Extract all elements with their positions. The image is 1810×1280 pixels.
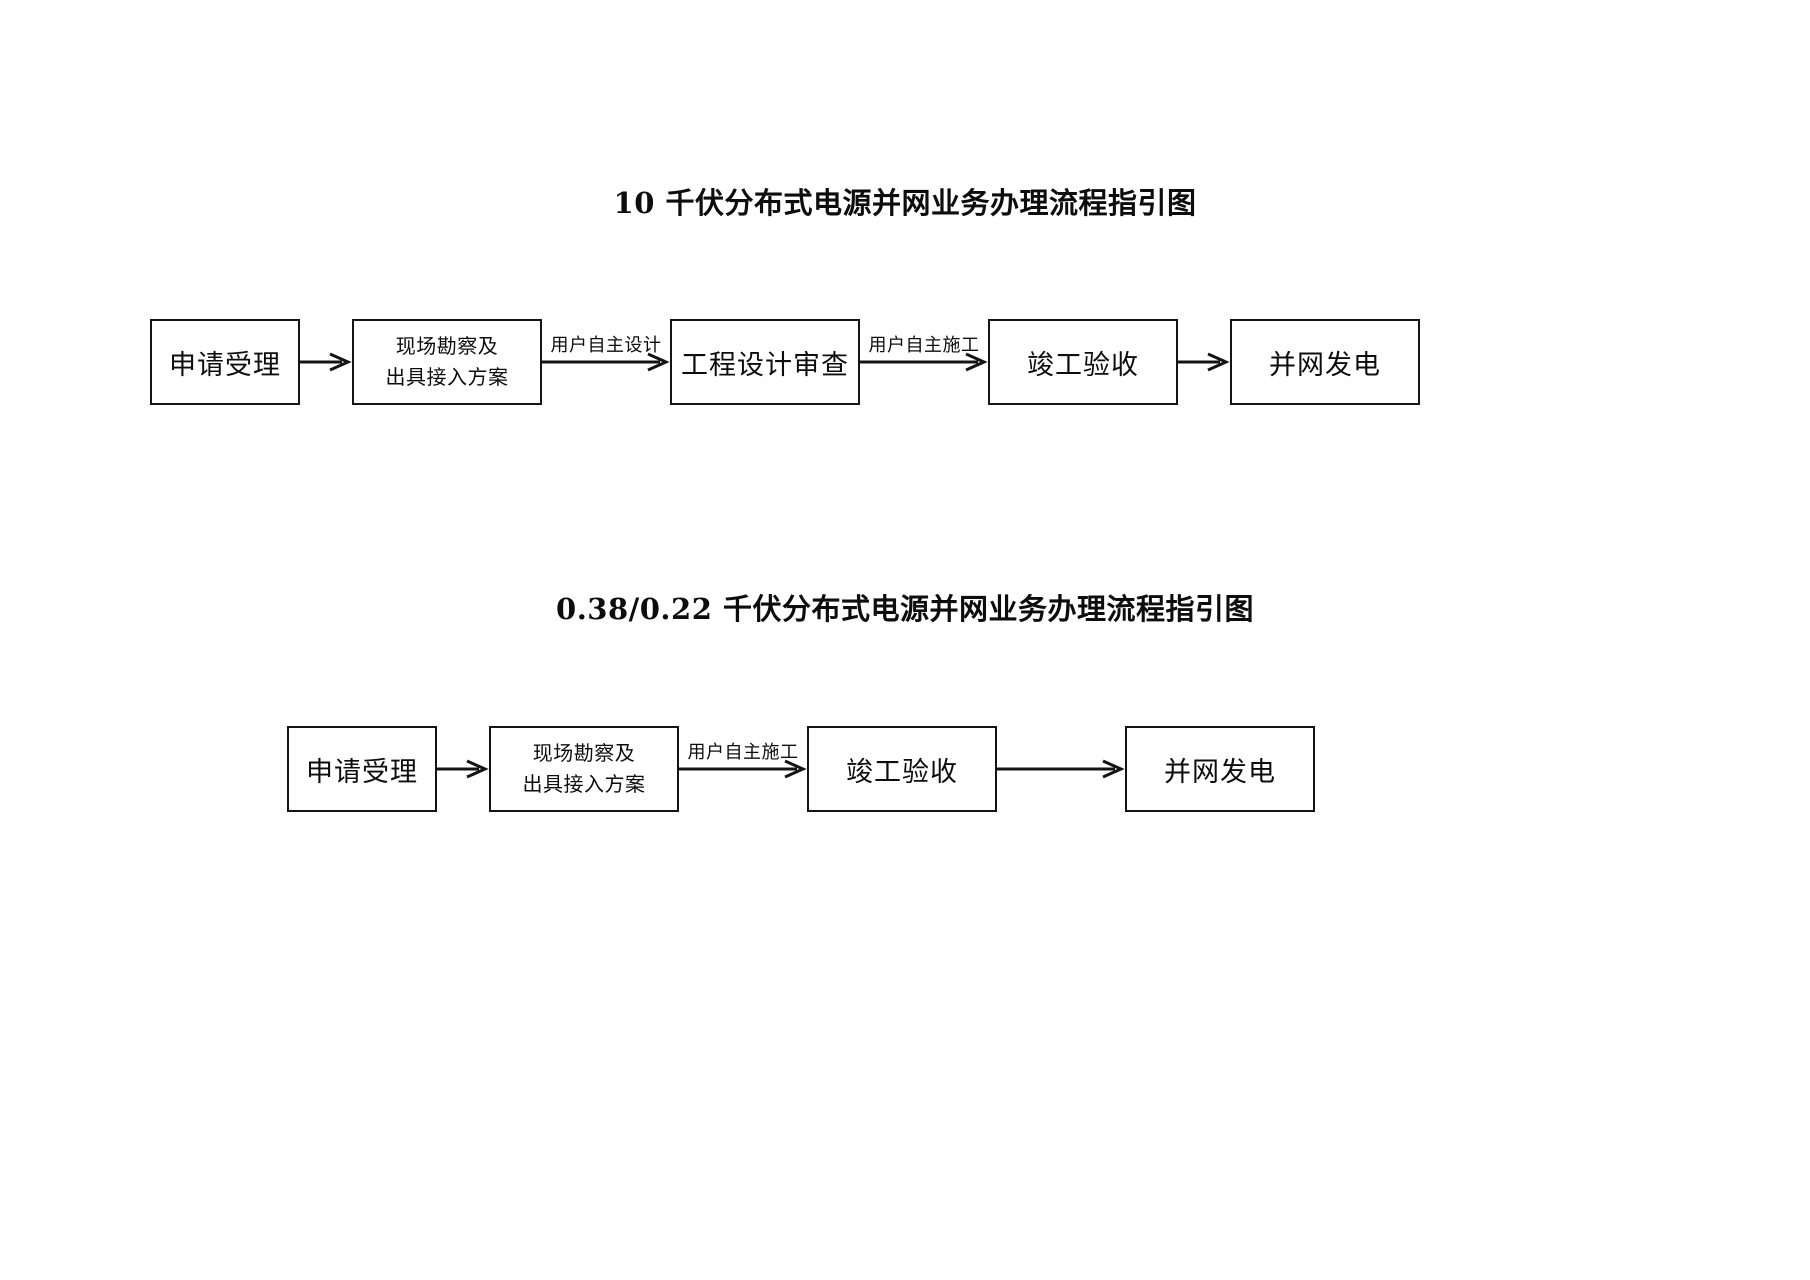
edge-label-user-self-construction: 用户自主施工: [687, 742, 799, 763]
node-label: 并网发电: [1269, 349, 1381, 381]
node-completion-acceptance[interactable]: 竣工验收: [988, 319, 1178, 405]
edge-label-user-self-design: 用户自主设计: [550, 335, 662, 356]
diagram-1-title: 10 千伏分布式电源并网业务办理流程指引图: [613, 186, 1197, 220]
connector-survey-to-design: 用户自主设计: [542, 319, 670, 405]
connector-survey-to-acceptance: 用户自主施工: [679, 726, 807, 812]
node-label-line-2: 出具接入方案: [522, 772, 646, 796]
node-label-line-1: 现场勘察及: [532, 741, 636, 765]
arrow-right-icon: [997, 759, 1125, 779]
node-label-line-2: 出具接入方案: [385, 365, 509, 389]
flowchart-10kv: 申请受理 现场勘察及 出具接入方案 用户自主设计 工程设计审查 用户自主施工: [150, 317, 1420, 407]
node-label: 并网发电: [1164, 756, 1276, 788]
node-completion-acceptance[interactable]: 竣工验收: [807, 726, 997, 812]
node-label: 申请受理: [169, 349, 281, 381]
node-label: 工程设计审查: [681, 349, 849, 381]
node-grid-connected-generation[interactable]: 并网发电: [1230, 319, 1420, 405]
node-grid-connected-generation[interactable]: 并网发电: [1125, 726, 1315, 812]
arrow-right-icon: [1178, 352, 1230, 372]
node-apply-acceptance[interactable]: 申请受理: [287, 726, 437, 812]
connector-apply-to-survey: [300, 319, 352, 405]
node-apply-acceptance[interactable]: 申请受理: [150, 319, 300, 405]
connector-acceptance-to-grid: [1178, 319, 1230, 405]
arrow-right-icon: [542, 352, 670, 372]
connector-design-to-acceptance: 用户自主施工: [860, 319, 988, 405]
node-label: 申请受理: [306, 756, 418, 788]
connector-apply-to-survey: [437, 726, 489, 812]
connector-acceptance-to-grid: [997, 726, 1125, 812]
arrow-right-icon: [437, 759, 489, 779]
diagram-2-title: 0.38/0.22 千伏分布式电源并网业务办理流程指引图: [556, 592, 1254, 626]
node-site-survey[interactable]: 现场勘察及 出具接入方案: [489, 726, 679, 812]
node-label: 竣工验收: [1027, 349, 1139, 381]
node-label-line-1: 现场勘察及: [395, 334, 499, 358]
arrow-right-icon: [679, 759, 807, 779]
edge-label-user-self-construction: 用户自主施工: [868, 335, 980, 356]
node-engineering-design-review[interactable]: 工程设计审查: [670, 319, 860, 405]
arrow-right-icon: [860, 352, 988, 372]
node-site-survey[interactable]: 现场勘察及 出具接入方案: [352, 319, 542, 405]
node-label: 竣工验收: [846, 756, 958, 788]
flowchart-038-022kv: 申请受理 现场勘察及 出具接入方案 用户自主施工 竣工验收: [287, 724, 1315, 814]
arrow-right-icon: [300, 352, 352, 372]
